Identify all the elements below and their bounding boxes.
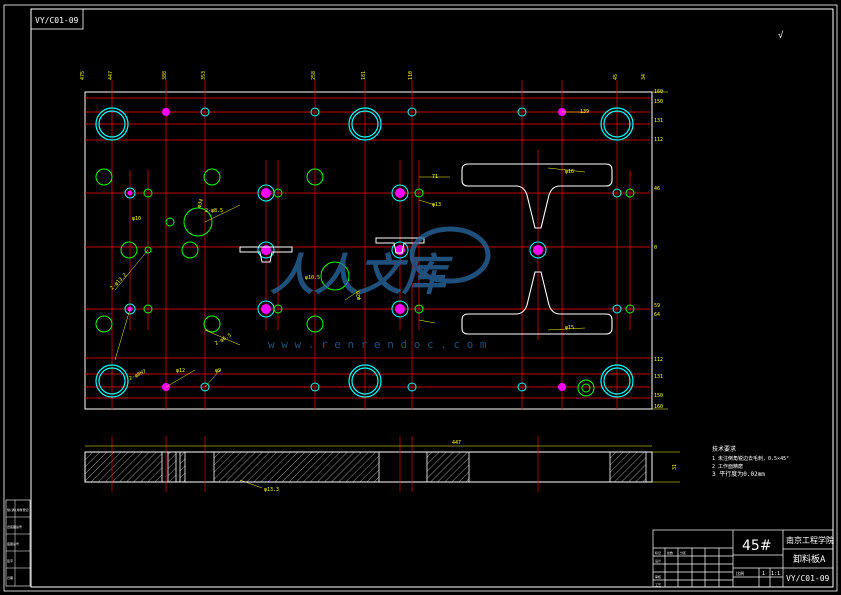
callout-10: φ12 [176, 368, 185, 374]
callouts [114, 111, 586, 489]
tb-drawing-no: VY/C01-09 [786, 574, 830, 583]
hatch-section-2 [179, 451, 186, 483]
t-slots [239, 237, 425, 263]
side-strip: 借(通)用件登记 旧底图总号 底图总号 签字 日期 [5, 499, 31, 587]
tb-part-name: 卸料板A [793, 553, 826, 565]
dim-right-3: 112 [654, 137, 663, 143]
tb-row-5: 工艺 [655, 582, 661, 587]
dim-top-4: 258 [311, 71, 317, 80]
right-dimension-labels: 160 150 131 112 46 0 59 64 112 131 150 1… [652, 89, 668, 410]
tb-row-1: 处数 [667, 550, 673, 555]
dim-right-10: 150 [654, 393, 663, 399]
tech-notes: 技术要求 1 未注倒角锐边去毛刺，0.5×45° 2 工作面精磨 3 平行度为0… [712, 445, 789, 478]
section-view: 447 31 φ13.3 [84, 436, 680, 493]
callout-9: 2-φ8H7 [128, 369, 147, 382]
section-detail-dim: φ13.3 [264, 487, 279, 493]
callout-12: 2-φ6.5 [214, 333, 233, 347]
dim-right-0: 160 [654, 89, 663, 95]
top-dimension-labels: 475 447 388 353 258 181 110 45 34 [80, 71, 647, 80]
section-overall-dim: 447 [452, 440, 461, 446]
dim-top-0: 475 [80, 71, 86, 80]
large-bore-holes [95, 107, 634, 398]
dim-top-1: 447 [108, 71, 114, 80]
tb-scale-value: 1:1 [771, 571, 780, 577]
callout-8: φ20 [356, 291, 362, 300]
watermark-main: 人人文库 [270, 250, 453, 301]
dim-right-1: 150 [654, 99, 663, 105]
dim-right-2: 131 [654, 118, 663, 124]
small-cyan-holes [124, 107, 622, 392]
side-label-2: 底图总号 [7, 541, 19, 546]
drawing-number-box [30, 8, 84, 30]
dim-right-9: 131 [654, 374, 663, 380]
tech-note-3: 3 平行度为0.02mm [712, 470, 765, 478]
dim-right-7: 64 [654, 312, 660, 318]
side-label-3: 签字 [7, 558, 13, 563]
dim-right-11: 160 [654, 404, 663, 410]
horizontal-centerlines [85, 97, 650, 399]
hatch-section-3 [213, 451, 380, 483]
tech-note-2: 2 工作面精磨 [712, 463, 743, 470]
side-label-1: 旧底图总号 [7, 524, 22, 529]
sheet-outer-border [3, 4, 838, 592]
callout-13: φ16 [565, 169, 574, 175]
hatch-section-0 [84, 451, 163, 483]
tech-notes-title: 技术要求 [712, 445, 736, 453]
dim-top-7: 45 [613, 74, 619, 80]
title-block [652, 529, 834, 588]
hatch-section-1 [167, 451, 177, 483]
clearance-holes [95, 168, 635, 397]
callout-7: φ34 [196, 198, 205, 209]
callout-3: φ10 [132, 216, 141, 222]
watermark: 人人文库 w w w . r e n r e n d o c . c o m [268, 226, 491, 351]
dim-right-6: 59 [654, 303, 660, 309]
hatch-section-5 [609, 451, 647, 483]
tb-row-2: 分区 [680, 550, 686, 555]
drawing-number-top: VY/C01-09 [35, 16, 79, 25]
tb-sheet-value: 1 [762, 571, 765, 577]
dim-top-2: 388 [162, 71, 168, 80]
callout-2: 139 [580, 109, 589, 115]
dim-top-8: 34 [641, 74, 647, 80]
plate-outline [84, 91, 653, 410]
watermark-url: w w w . r e n r e n d o c . c o m [268, 338, 487, 351]
tb-row-0: 标记 [655, 550, 661, 555]
punch-holes [127, 108, 566, 391]
side-label-4: 日期 [7, 575, 13, 580]
tb-scale-label: 比例 [736, 570, 744, 576]
sheet-inner-border [30, 8, 834, 588]
dim-top-3: 353 [201, 71, 207, 80]
dim-top-5: 181 [361, 71, 367, 80]
callout-4: φ10.5 [305, 275, 320, 281]
callout-6: φ13 [432, 202, 441, 208]
roughness-symbol: √ [778, 30, 784, 41]
callout-11: φ9 [215, 368, 221, 374]
tb-school: 南京工程学院 [786, 535, 834, 545]
callout-5: 71 [432, 174, 438, 180]
callout-0: 2-φ8.5 [205, 208, 223, 214]
dim-top-6: 110 [408, 71, 414, 80]
dim-right-5: 0 [654, 245, 657, 251]
tb-row-4: 审核 [655, 574, 661, 579]
tb-material: 45# [742, 538, 772, 554]
title-block-text: 45# 南京工程学院 卸料板A VY/C01-09 比例 1:1 1 标记 处数… [655, 535, 834, 587]
blanking-cutout [461, 163, 613, 335]
side-label-0: 借(通)用件登记 [7, 507, 29, 512]
dim-right-8: 112 [654, 357, 663, 363]
callout-14: φ15 [565, 325, 574, 331]
hatch-section-4 [426, 451, 470, 483]
tb-row-3: 设计 [655, 558, 661, 563]
dim-right-4: 46 [654, 186, 660, 192]
vertical-centerlines [111, 80, 631, 409]
plan-view: 475 447 388 353 258 181 110 45 34 160 15… [80, 71, 668, 489]
tech-note-1: 1 未注倒角锐边去毛刺，0.5×45° [712, 455, 789, 462]
section-height-dim: 31 [672, 464, 678, 470]
